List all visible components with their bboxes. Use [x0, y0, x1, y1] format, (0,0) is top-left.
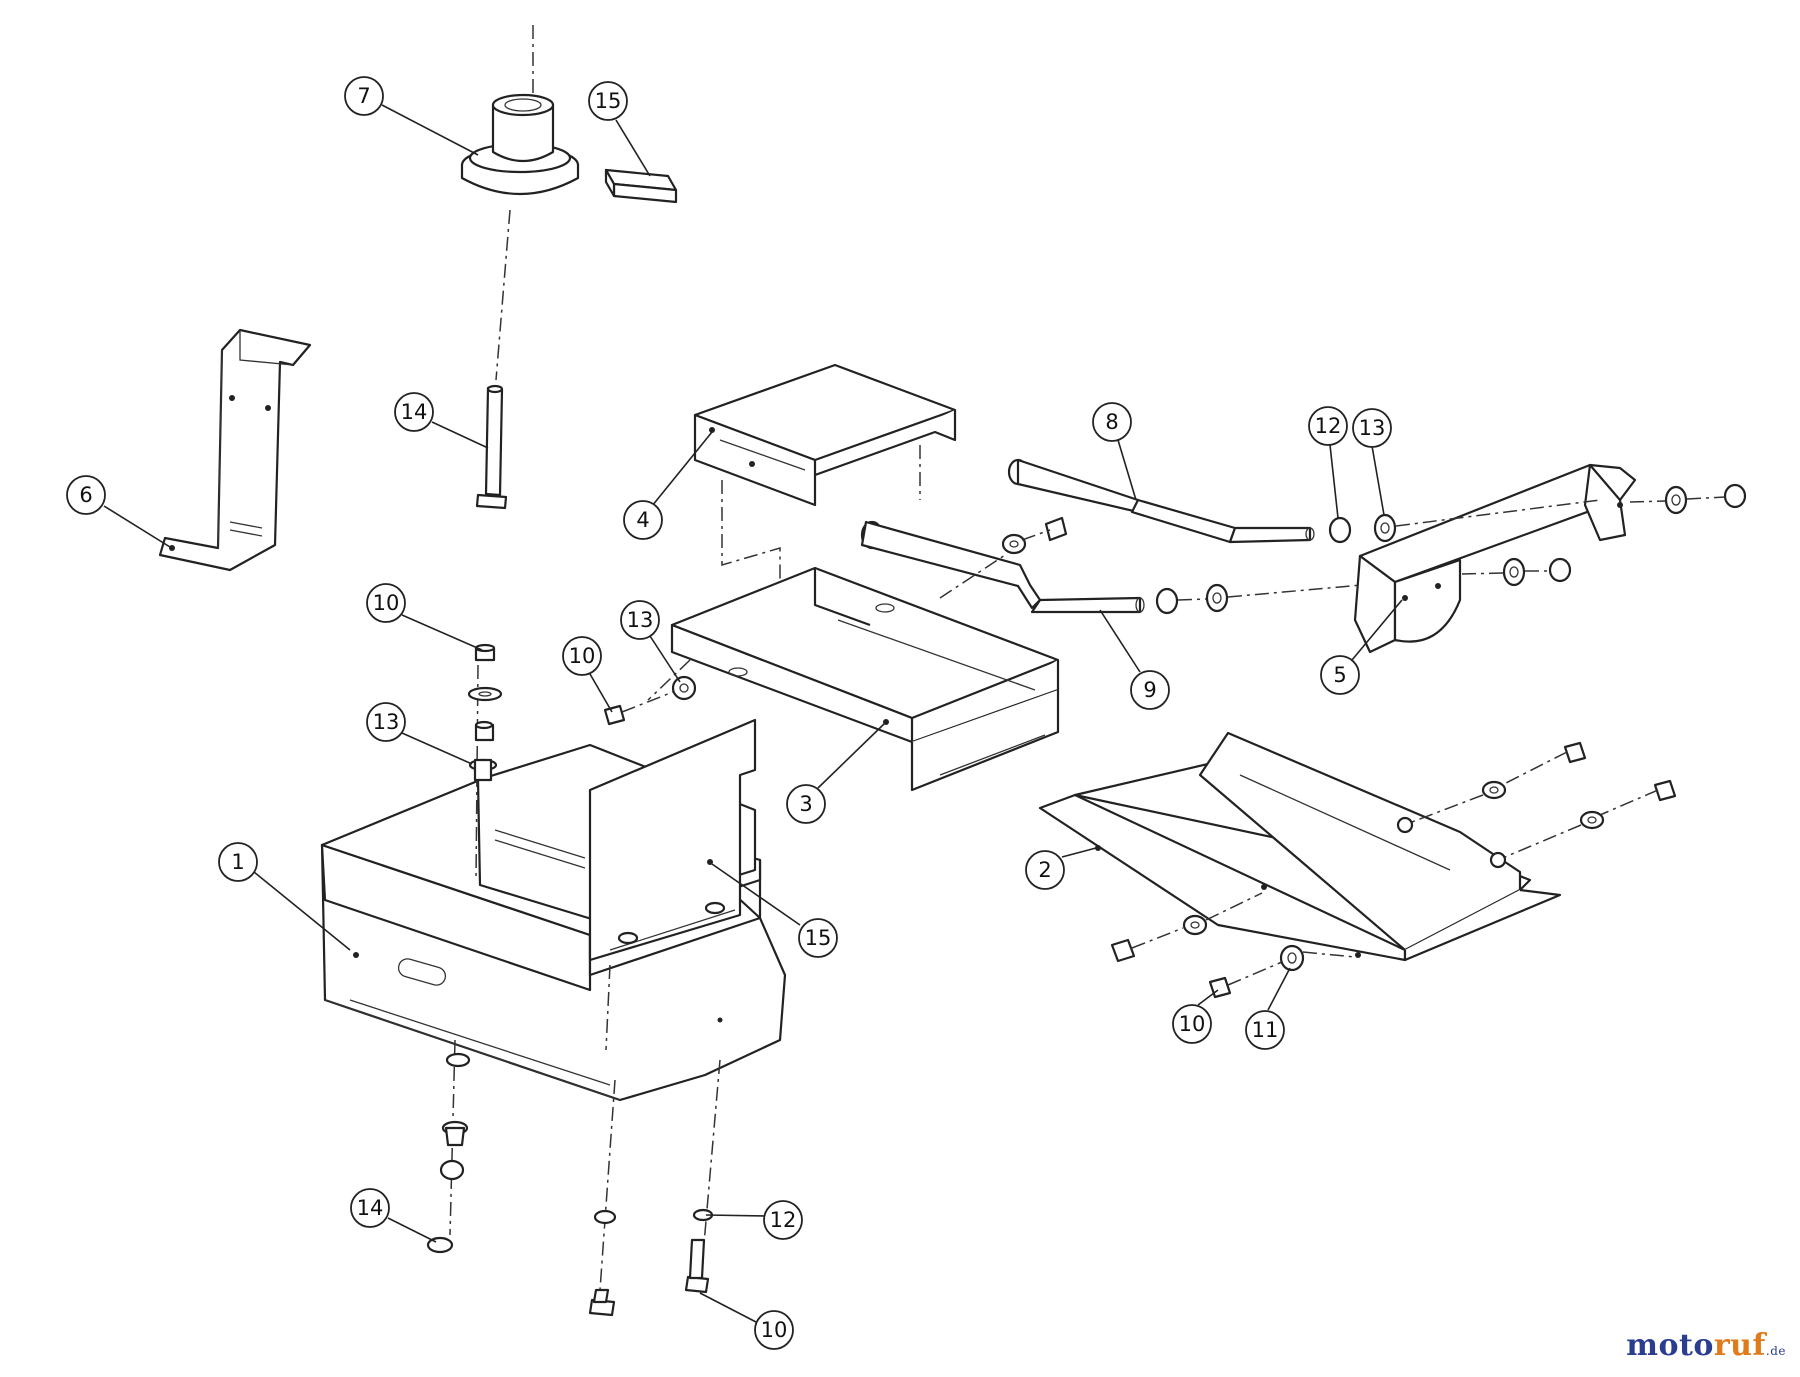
svg-text:14: 14 — [401, 400, 428, 424]
part-3-tray — [670, 566, 1060, 792]
svg-text:9: 9 — [1143, 678, 1156, 702]
callout-10-b: 10 — [562, 636, 602, 676]
callout-5: 5 — [1320, 655, 1360, 695]
svg-text:13: 13 — [1359, 416, 1386, 440]
callout-13-c: 13 — [366, 702, 406, 742]
part-4-cover — [693, 363, 957, 650]
callout-12-a: 12 — [1308, 406, 1348, 446]
svg-text:13: 13 — [373, 710, 400, 734]
svg-text:1: 1 — [231, 850, 244, 874]
callouts: 1 2 3 4 5 6 — [66, 76, 1403, 1350]
callout-15-b: 15 — [798, 918, 838, 958]
svg-text:14: 14 — [357, 1196, 384, 1220]
svg-text:2: 2 — [1038, 858, 1051, 882]
svg-text:6: 6 — [79, 483, 92, 507]
callout-14-a: 14 — [394, 392, 434, 432]
part-7-pulley — [460, 25, 580, 381]
callout-2: 2 — [1025, 850, 1065, 890]
callout-15-a: 15 — [588, 81, 628, 121]
callout-13-a: 13 — [1352, 408, 1392, 448]
svg-text:4: 4 — [636, 508, 649, 532]
callout-7: 7 — [344, 76, 384, 116]
part-2-chute — [1038, 731, 1562, 962]
svg-text:15: 15 — [805, 926, 832, 950]
svg-text:10: 10 — [1179, 1012, 1206, 1036]
svg-text:7: 7 — [357, 84, 370, 108]
callout-11: 11 — [1245, 1010, 1285, 1050]
callout-8: 8 — [1092, 402, 1132, 442]
svg-text:3: 3 — [799, 792, 812, 816]
svg-text:11: 11 — [1252, 1018, 1279, 1042]
svg-text:5: 5 — [1333, 663, 1346, 687]
svg-text:12: 12 — [1315, 414, 1342, 438]
part-9-rod — [860, 520, 1145, 614]
hardware-linkage — [939, 483, 1747, 615]
svg-text:15: 15 — [595, 89, 622, 113]
part-8-rod — [1007, 458, 1315, 544]
callout-10-a: 10 — [366, 583, 406, 623]
callout-1: 1 — [218, 842, 258, 882]
callout-10-d: 10 — [754, 1310, 794, 1350]
part-5-plate — [1353, 463, 1637, 654]
svg-text:8: 8 — [1105, 410, 1118, 434]
svg-text:13: 13 — [627, 608, 654, 632]
svg-text:10: 10 — [373, 591, 400, 615]
part-6-bracket — [158, 328, 312, 572]
part-14-pin — [475, 384, 508, 510]
callout-13-b: 13 — [620, 600, 660, 640]
watermark-logo: motoruf.de — [1626, 1328, 1786, 1363]
part-1-housing — [320, 718, 787, 1102]
callout-10-c: 10 — [1172, 1004, 1212, 1044]
callout-9: 9 — [1130, 670, 1170, 710]
callout-3: 3 — [786, 784, 826, 824]
part-15-key — [604, 168, 678, 204]
callout-12-b: 12 — [763, 1200, 803, 1240]
callout-14-b: 14 — [350, 1188, 390, 1228]
svg-text:12: 12 — [770, 1208, 797, 1232]
hardware-chute — [1110, 741, 1677, 999]
svg-text:10: 10 — [569, 644, 596, 668]
svg-text:10: 10 — [761, 1318, 788, 1342]
callout-6: 6 — [66, 475, 106, 515]
callout-4: 4 — [623, 500, 663, 540]
